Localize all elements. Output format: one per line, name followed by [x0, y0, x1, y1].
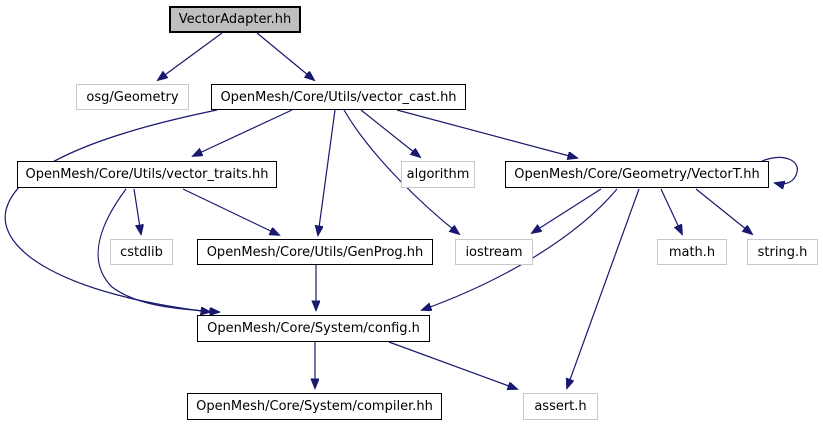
edge-vectort-to-config-h	[422, 188, 618, 310]
node-label: OpenMesh/Core/Utils/vector_cast.hh	[220, 89, 457, 105]
edge-vectort-to-assert-h	[567, 188, 640, 388]
node-label: algorithm	[406, 167, 470, 182]
node-vectort-hh[interactable]: OpenMesh/Core/Geometry/VectorT.hh	[505, 161, 769, 188]
edge-vector-cast-to-genprog	[318, 109, 336, 235]
node-label: OpenMesh/Core/Utils/GenProg.hh	[206, 244, 424, 260]
edge-vector-traits-to-cstdlib	[133, 188, 141, 234]
node-label: string.h	[757, 244, 808, 260]
node-vectoradapter-hh: VectorAdapter.hh	[169, 6, 301, 33]
node-compiler-hh[interactable]: OpenMesh/Core/System/compiler.hh	[187, 393, 442, 420]
node-iostream: iostream	[455, 239, 533, 265]
node-cstdlib: cstdlib	[110, 239, 173, 265]
node-math-h: math.h	[657, 239, 727, 265]
node-genprog-hh[interactable]: OpenMesh/Core/Utils/GenProg.hh	[197, 239, 433, 265]
node-vector-traits-hh[interactable]: OpenMesh/Core/Utils/vector_traits.hh	[17, 161, 277, 188]
edge-vector-cast-to-config-h	[4, 109, 218, 312]
node-vector-cast-hh[interactable]: OpenMesh/Core/Utils/vector_cast.hh	[211, 84, 466, 110]
node-label: osg/Geometry	[86, 89, 179, 105]
edge-vectort-to-math-h	[660, 188, 682, 234]
edge-vectoradapter-to-osg-geometry	[158, 32, 223, 80]
node-label: VectorAdapter.hh	[178, 12, 292, 27]
edge-vector-cast-to-algorithm	[360, 109, 420, 157]
node-label: OpenMesh/Core/Geometry/VectorT.hh	[514, 167, 760, 182]
node-label: cstdlib	[120, 244, 163, 260]
edge-vector-cast-to-vectort	[396, 109, 577, 158]
edge-vector-traits-to-genprog	[182, 188, 279, 235]
node-label: OpenMesh/Core/System/config.h	[207, 321, 420, 336]
edge-vector-traits-to-config-h	[97, 188, 219, 312]
edge-vectort-to-string-h	[695, 188, 752, 234]
edge-vectort-self-loop	[761, 156, 798, 183]
edge-vector-cast-to-vector-traits	[193, 109, 293, 156]
node-algorithm: algorithm	[401, 161, 475, 188]
node-assert-h: assert.h	[523, 393, 598, 420]
edge-config-h-to-assert-h	[388, 341, 517, 389]
node-label: iostream	[465, 244, 523, 260]
edge-vectoradapter-to-vector-cast	[256, 32, 314, 80]
node-label: assert.h	[534, 399, 587, 414]
node-label: math.h	[668, 244, 716, 260]
node-label: OpenMesh/Core/System/compiler.hh	[196, 399, 433, 414]
node-osg-geometry: osg/Geometry	[76, 84, 189, 110]
node-config-h[interactable]: OpenMesh/Core/System/config.h	[197, 315, 430, 342]
edge-vector-cast-to-iostream	[343, 109, 459, 234]
node-string-h: string.h	[747, 239, 818, 265]
edge-vectort-to-iostream	[532, 188, 602, 233]
node-label: OpenMesh/Core/Utils/vector_traits.hh	[25, 167, 269, 182]
